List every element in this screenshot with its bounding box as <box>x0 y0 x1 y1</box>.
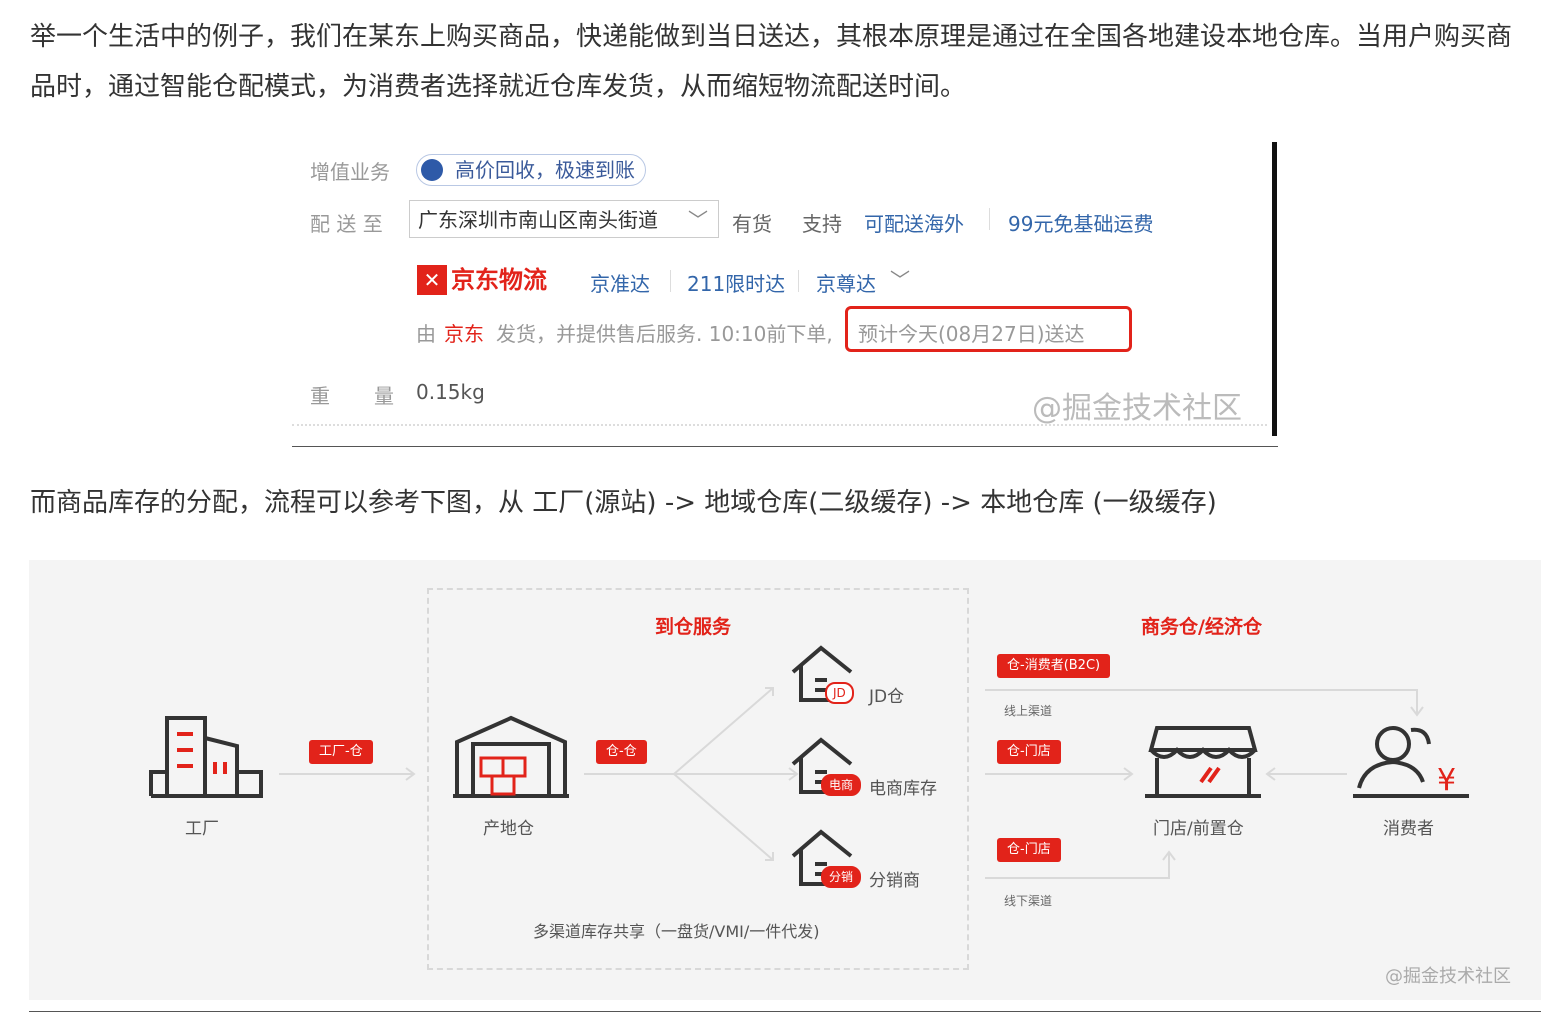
service-jingzhunda: 京准达 <box>590 272 650 296</box>
ship-from-seller: 京东 <box>444 322 484 346</box>
recycle-icon <box>421 159 443 181</box>
consumer-label: 消费者 <box>1383 819 1434 839</box>
support-label: 支持 <box>802 212 842 236</box>
tag-warehouse-to-warehouse: 仓-仓 <box>596 740 647 764</box>
online-channel-label: 线上渠道 <box>1004 704 1053 718</box>
branch-badge-ecommerce: 电商 <box>821 774 862 796</box>
branch-badge-distributor: 分销 <box>821 866 862 888</box>
warehouse-icon <box>453 715 569 798</box>
estimate-text: 预计今天(08月27日)送达 <box>858 322 1085 346</box>
deliver-to-label: 配 送 至 <box>310 212 383 236</box>
tag-b2c: 仓-消费者(B2C) <box>997 654 1111 678</box>
flow-paragraph: 而商品库存的分配，流程可以参考下图，从 工厂(源站) -> 地域仓库(二级缓存)… <box>30 488 1217 518</box>
weight-value: 0.15kg <box>416 380 485 404</box>
branch-badge-jd: JD <box>825 682 854 704</box>
origin-warehouse-label: 产地仓 <box>483 819 534 839</box>
rule <box>292 446 1278 447</box>
tag-factory-to-warehouse: 工厂-仓 <box>309 740 373 764</box>
store-label: 门店/前置仓 <box>1153 819 1244 839</box>
consumer-icon: ¥ <box>1353 726 1469 798</box>
branch-label-ecommerce: 电商库存 <box>869 779 937 799</box>
chevron-down-icon: ﹀ <box>688 208 708 232</box>
jd-logo-icon: ✕ <box>417 265 447 295</box>
service-jingzunda: 京尊达 <box>816 272 876 296</box>
factory-label: 工厂 <box>185 819 219 839</box>
service-211: 211限时达 <box>687 272 786 296</box>
value-added-pill: 高价回收，极速到账 <box>416 154 646 186</box>
branch-label-jd: JD仓 <box>869 687 905 707</box>
free-shipping-link: 99元免基础运费 <box>1008 212 1154 236</box>
section-business-warehouse: 商务仓/经济仓 <box>1141 616 1262 638</box>
divider <box>798 270 799 292</box>
weight-label-1: 重 <box>310 384 330 408</box>
ship-from-prefix: 由 <box>416 322 436 346</box>
offline-channel-label: 线下渠道 <box>1004 894 1053 908</box>
overseas-link: 可配送海外 <box>864 212 964 236</box>
multichannel-note: 多渠道库存共享（一盘货/VMI/一件代发) <box>533 922 820 941</box>
value-added-text: 高价回收，极速到账 <box>455 158 635 182</box>
store-icon <box>1145 726 1261 798</box>
watermark: @掘金技术社区 <box>1385 966 1511 987</box>
weight-label-2: 量 <box>374 384 394 408</box>
section-warehouse-service: 到仓服务 <box>655 616 732 638</box>
branch-label-distributor: 分销商 <box>869 871 920 891</box>
chevron-down-icon: ﹀ <box>890 268 910 292</box>
dotted-divider <box>292 424 1267 426</box>
tag-store-2: 仓-门店 <box>997 838 1061 862</box>
intro-paragraph: 举一个生活中的例子，我们在某东上购买商品，快递能做到当日送达，其根本原理是通过在… <box>30 22 1513 102</box>
watermark: @掘金技术社区 <box>1032 391 1242 426</box>
logistics-brand-text: 京东物流 <box>451 266 547 294</box>
divider <box>670 270 671 292</box>
address-select: 广东深圳市南山区南头街道 ﹀ <box>409 200 719 238</box>
ship-from-text: 发货，并提供售后服务. 10:10前下单, <box>496 322 833 346</box>
flow-arrows <box>279 687 1424 879</box>
rule <box>29 1011 1541 1012</box>
estimate-highlight-box <box>845 306 1132 352</box>
svg-text:¥: ¥ <box>1437 763 1456 798</box>
factory-icon <box>149 716 263 798</box>
address-value: 广东深圳市南山区南头街道 <box>418 208 658 232</box>
stock-status: 有货 <box>732 212 772 236</box>
value-added-label: 增值业务 <box>310 160 390 184</box>
tag-store-1: 仓-门店 <box>997 740 1061 764</box>
jd-logistics-logo: ✕ 京东物流 <box>417 264 547 296</box>
divider <box>989 208 990 230</box>
warehouse-flow-diagram: 到仓服务 商务仓/经济仓 工厂 工厂-仓 <box>29 560 1541 1000</box>
border-bar <box>1272 142 1277 436</box>
jd-delivery-screenshot: 增值业务 高价回收，极速到账 配 送 至 广东深圳市南山区南头街道 ﹀ 有货 支… <box>292 140 1278 438</box>
warehouse-service-box <box>427 588 969 970</box>
